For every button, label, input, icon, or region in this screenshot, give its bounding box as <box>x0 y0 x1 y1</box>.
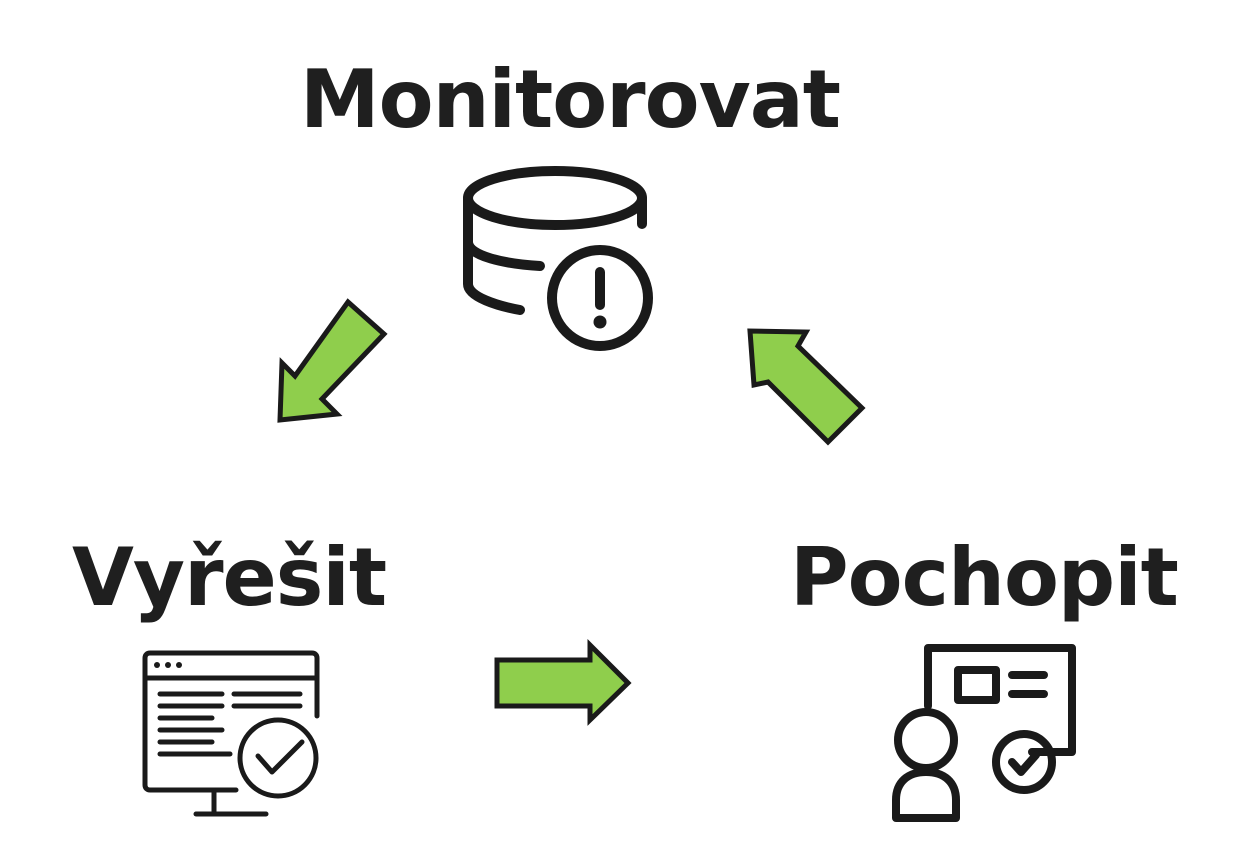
label-resolve: Vyřešit <box>72 531 387 624</box>
label-monitor: Monitorovat <box>300 53 841 146</box>
label-understand: Pochopit <box>790 531 1179 624</box>
database-alert-icon <box>463 166 653 351</box>
presenter-check-icon <box>892 644 1076 822</box>
monitor-check-icon <box>142 650 320 817</box>
